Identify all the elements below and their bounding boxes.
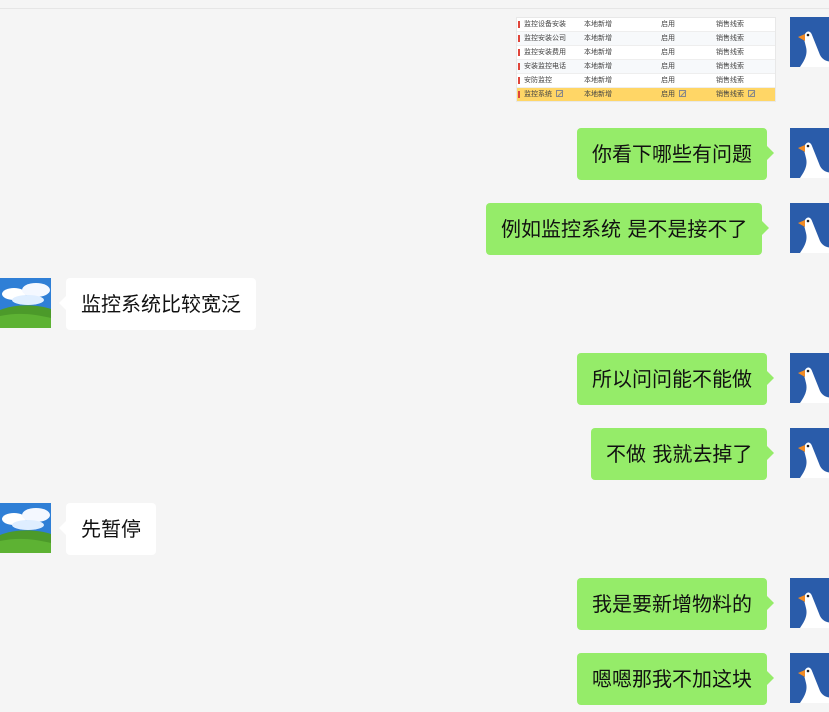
cell-keyword: 安防监控 (524, 76, 552, 84)
goose-avatar-icon[interactable] (790, 353, 829, 403)
cell-status: 启用 (661, 20, 675, 28)
cell-keyword: 监控安装公司 (524, 34, 566, 42)
cell-source: 本地新增 (584, 62, 612, 70)
divider (0, 8, 829, 9)
message-bubble-self[interactable]: 例如监控系统 是不是接不了 (486, 203, 770, 255)
cell-goal: 销售线索 (716, 34, 744, 42)
goose-avatar-icon[interactable] (790, 428, 829, 478)
table-row: 监控安装费用 本地新增 启用 销售线索 (517, 46, 775, 60)
table-row: 安装监控电话 本地新增 启用 销售线索 (517, 60, 775, 74)
cell-source: 本地新增 (584, 20, 612, 28)
goose-avatar-icon[interactable] (790, 578, 829, 628)
table-row: 安防监控 本地新增 启用 销售线索 (517, 74, 775, 88)
edit-icon (556, 90, 563, 97)
cell-goal: 销售线索 (716, 88, 755, 101)
table-row: 监控安装公司 本地新增 启用 销售线索 (517, 32, 775, 46)
cell-keyword-text: 监控系统 (524, 90, 552, 98)
cell-goal: 销售线索 (716, 48, 744, 56)
table-row: 监控设备安装 本地新增 启用 销售线索 (517, 18, 775, 32)
cell-source: 本地新增 (584, 90, 612, 98)
row-marker (518, 77, 520, 84)
cell-source: 本地新增 (584, 48, 612, 56)
cell-source: 本地新增 (584, 76, 612, 84)
goose-avatar-icon[interactable] (790, 128, 829, 178)
cell-status-text: 启用 (661, 90, 675, 98)
cell-goal: 销售线索 (716, 20, 744, 28)
message-bubble-other[interactable]: 监控系统比较宽泛 (59, 278, 256, 330)
cell-status: 启用 (661, 76, 675, 84)
row-marker (518, 35, 520, 42)
message-bubble-other[interactable]: 先暂停 (59, 503, 156, 555)
row-marker (518, 21, 520, 28)
goose-avatar-icon[interactable] (790, 653, 829, 703)
message-bubble-self[interactable]: 所以问问能不能做 (577, 353, 774, 405)
image-message-thumbnail[interactable]: 监控设备安装 本地新增 启用 销售线索 监控安装公司 本地新增 启用 销售线索 … (516, 17, 776, 102)
message-bubble-self[interactable]: 嗯嗯那我不加这块 (577, 653, 774, 705)
cell-status: 启用 (661, 62, 675, 70)
cell-source: 本地新增 (584, 34, 612, 42)
cell-goal: 销售线索 (716, 76, 744, 84)
goose-avatar-icon[interactable] (790, 17, 829, 67)
landscape-avatar-icon[interactable] (0, 278, 51, 328)
cell-keyword: 监控系统 (524, 88, 563, 101)
cell-keyword: 监控安装费用 (524, 48, 566, 56)
row-marker (518, 91, 520, 98)
cell-status: 启用 (661, 48, 675, 56)
cell-status: 启用 (661, 34, 675, 42)
message-bubble-self[interactable]: 我是要新增物料的 (577, 578, 774, 630)
cell-goal: 销售线索 (716, 62, 744, 70)
landscape-avatar-icon[interactable] (0, 503, 51, 553)
cell-status: 启用 (661, 88, 686, 101)
cell-keyword: 安装监控电话 (524, 62, 566, 70)
table-row-highlighted: 监控系统 本地新增 启用 销售线索 (517, 88, 775, 101)
message-bubble-self[interactable]: 不做 我就去掉了 (591, 428, 775, 480)
cell-goal-text: 销售线索 (716, 90, 744, 98)
edit-icon (748, 90, 755, 97)
row-marker (518, 49, 520, 56)
cell-keyword: 监控设备安装 (524, 20, 566, 28)
goose-avatar-icon[interactable] (790, 203, 829, 253)
message-bubble-self[interactable]: 你看下哪些有问题 (577, 128, 774, 180)
row-marker (518, 63, 520, 70)
edit-icon (679, 90, 686, 97)
